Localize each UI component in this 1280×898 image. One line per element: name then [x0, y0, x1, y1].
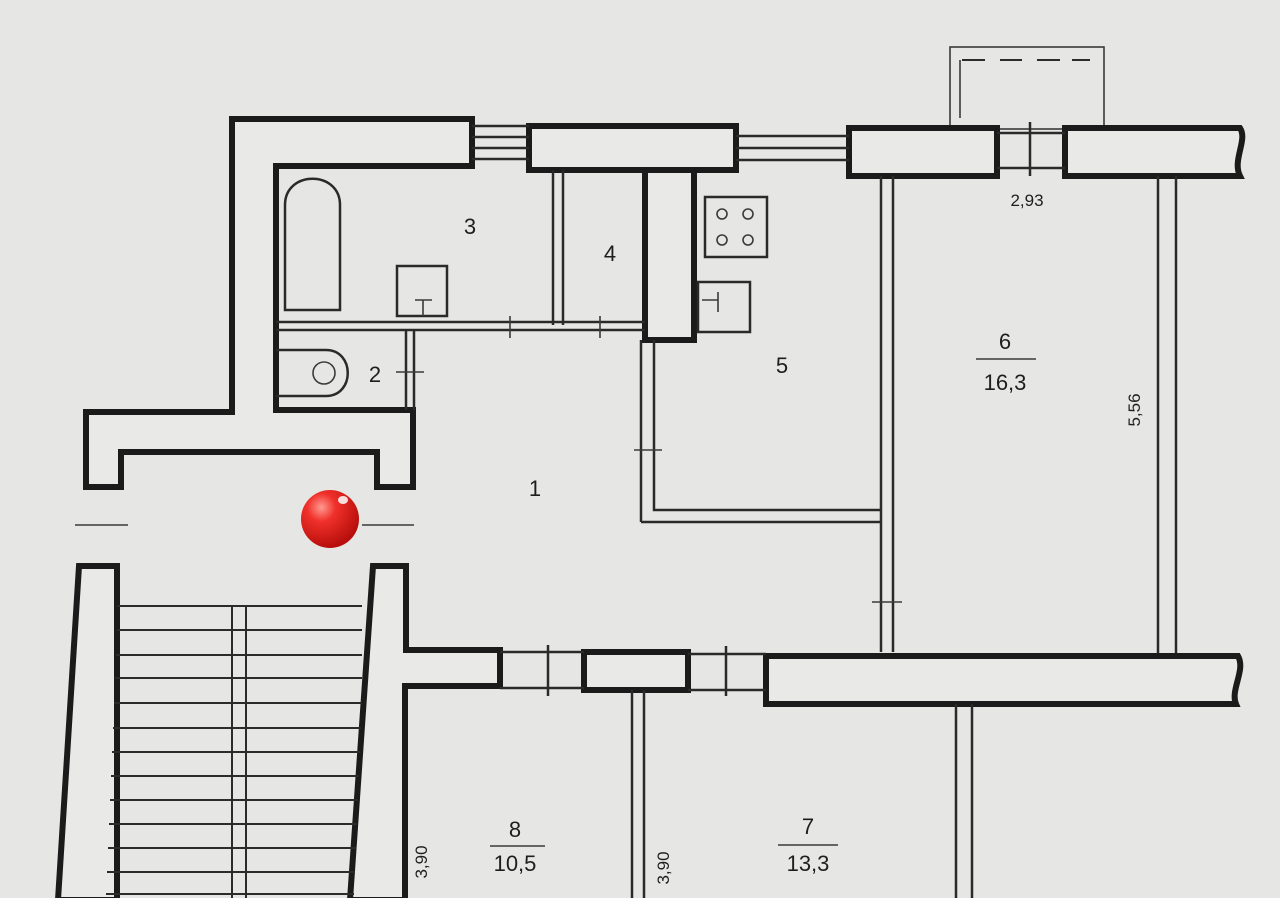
window-bathroom	[472, 124, 529, 161]
room-8-area: 10,5	[494, 851, 537, 876]
partition-room7-right	[954, 704, 974, 898]
burner-1-icon	[716, 208, 728, 220]
toilet-bowl-icon	[312, 361, 336, 385]
partition-bath-hall	[276, 320, 645, 332]
wall-bottom-pier	[581, 649, 691, 693]
room-2-number: 2	[369, 362, 381, 387]
wall-top-left	[83, 116, 475, 490]
partition-bath-wc4	[551, 170, 565, 325]
partition-room6	[879, 176, 895, 652]
door-ticks	[75, 316, 902, 603]
room-6-area: 16,3	[984, 370, 1027, 395]
burner-4-icon	[742, 234, 754, 246]
stove-icon	[703, 195, 769, 259]
room-6-number: 6	[999, 329, 1011, 354]
dimension-room6-length: 5,56	[1125, 393, 1144, 426]
toilet-icon	[276, 348, 349, 398]
window-bottom	[500, 645, 766, 696]
room-5-number: 5	[776, 353, 788, 378]
wall-kitchen-pier	[529, 167, 736, 343]
partition-wc-hall	[404, 330, 416, 410]
burner-2-icon	[742, 208, 754, 220]
kitchen-sink-icon	[696, 280, 752, 334]
location-marker-highlight	[338, 496, 348, 504]
wall-top-right	[1062, 125, 1246, 179]
room-7-number: 7	[802, 814, 814, 839]
window-room6	[997, 122, 1065, 176]
dimension-room7-length: 3,90	[654, 851, 673, 884]
location-marker[interactable]	[301, 490, 359, 548]
window-kitchen	[736, 134, 849, 162]
room-1-number: 1	[529, 476, 541, 501]
room-3-number: 3	[464, 214, 476, 239]
burner-3-icon	[716, 234, 728, 246]
staircase	[106, 605, 362, 898]
dimension-balcony-width: 2,93	[1010, 191, 1043, 210]
partition-room8-room7	[630, 690, 646, 898]
wall-bottom-right	[763, 653, 1244, 707]
partition-kitchen-hall	[639, 340, 881, 524]
wall-top-pier-1	[846, 125, 1000, 179]
balcony	[949, 46, 1105, 130]
wall-stair-right	[347, 563, 503, 898]
wall-top-mid	[526, 123, 739, 173]
room-8-number: 8	[509, 817, 521, 842]
sink-tap-icon	[415, 299, 432, 316]
room-4-number: 4	[604, 241, 616, 266]
partition-room6-right	[1156, 176, 1178, 660]
kitchen-tap-icon	[702, 292, 719, 312]
dimension-room8-length: 3,90	[412, 845, 431, 878]
bathtub-icon	[283, 177, 342, 312]
room-7-area: 13,3	[787, 851, 830, 876]
wall-stair-left	[55, 563, 120, 898]
sink-icon	[395, 264, 449, 318]
